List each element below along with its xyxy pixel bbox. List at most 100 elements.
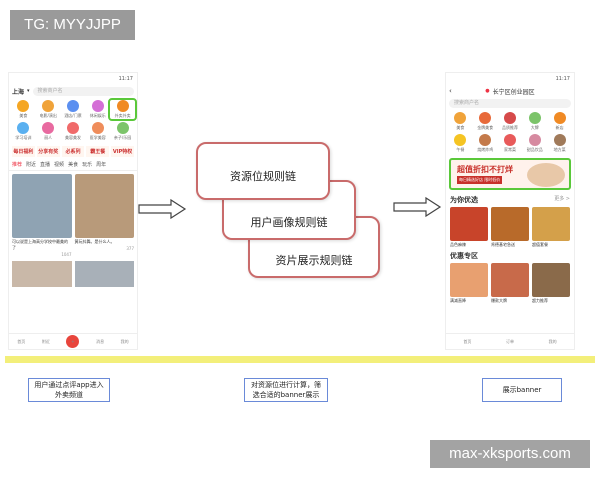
note-step-3: 展示banner: [482, 378, 562, 402]
tab-mine[interactable]: 我的: [120, 338, 129, 344]
category-icon: [116, 100, 129, 112]
category-item[interactable]: 甜品饮品: [522, 134, 547, 153]
category-item[interactable]: 美食: [11, 100, 36, 119]
tab-6[interactable]: 周年: [96, 162, 107, 168]
category-label: 休闲娱乐: [89, 113, 106, 118]
category-item[interactable]: 丽人: [36, 122, 61, 141]
category-item[interactable]: 酒店/门票: [61, 100, 86, 119]
search-input[interactable]: 搜索商户名: [449, 98, 571, 108]
tab-0[interactable]: 推荐: [12, 162, 23, 168]
shop-title: 满减直降: [450, 298, 466, 303]
category-item[interactable]: 新店: [547, 112, 572, 131]
tab-3[interactable]: 视频: [54, 162, 65, 168]
category-item[interactable]: 亲子/乐园: [110, 122, 135, 141]
promo-item[interactable]: 必系列: [61, 146, 85, 157]
tab-messages[interactable]: 消息: [96, 338, 105, 344]
tab-5[interactable]: 玩乐: [82, 162, 93, 168]
shop-card[interactable]: 超值套餐: [532, 207, 570, 248]
banner[interactable]: 超值折扣不打烊 每日精选好店 限时低价: [449, 158, 571, 190]
category-icon: [17, 100, 30, 112]
like-count: 1047: [61, 252, 72, 257]
left-phone-screen: 11:17 上海 ▾ 搜索商户名 美食电影/演出酒店/门票休闲娱乐外卖外卖学习培…: [8, 72, 138, 350]
category-item[interactable]: 午餐: [448, 134, 473, 153]
feed-caption: 黄玩抖舞。是什么人。: [74, 239, 115, 244]
chevron-down-icon: ▾: [27, 88, 30, 94]
note-step-1: 用户通过点评app进入外卖频道: [28, 378, 110, 402]
category-icon: [116, 122, 129, 134]
shop-title: 爆款大牌: [491, 298, 507, 303]
category-icon: [503, 134, 516, 146]
back-arrow-icon[interactable]: ‹: [449, 87, 452, 95]
category-label: 甜品饮品: [526, 147, 543, 152]
category-item[interactable]: 烧烤炸鸡: [473, 134, 498, 153]
tab-2[interactable]: 直播: [40, 162, 51, 168]
category-label: 新店: [555, 125, 564, 130]
feed-image[interactable]: [12, 261, 72, 287]
shop-card[interactable]: 超力推荐: [532, 263, 570, 304]
category-label: 大牌: [530, 125, 539, 130]
shop-title: 超力推荐: [532, 298, 548, 303]
shop-title: 超值套餐: [532, 242, 548, 247]
tab-nearby[interactable]: 附近: [41, 338, 50, 344]
category-label: 午餐: [456, 147, 465, 152]
location-label[interactable]: 长宁区创业园区: [492, 88, 535, 96]
city-selector[interactable]: 上海: [12, 88, 25, 96]
divider-bar: [5, 356, 595, 363]
rule-box-1: 资源位规则链: [196, 142, 330, 200]
feed-card[interactable]: 黄玩抖舞。是什么人。377: [74, 174, 134, 258]
category-icon: [66, 122, 79, 134]
category-icon: [17, 122, 30, 134]
category-item[interactable]: 美容美发: [61, 122, 86, 141]
feed-image[interactable]: [74, 261, 134, 287]
tab-1[interactable]: 附近: [26, 162, 37, 168]
promo-item[interactable]: VIP特权: [111, 146, 134, 157]
category-item[interactable]: 外卖外卖: [108, 98, 137, 121]
category-icon: [42, 100, 55, 112]
category-label: 家常菜: [503, 147, 516, 152]
category-item[interactable]: 家常菜: [498, 134, 523, 153]
promo-item[interactable]: 分享有奖: [36, 146, 60, 157]
tab-home[interactable]: 首页: [463, 338, 472, 344]
shop-card[interactable]: 爆款大牌: [491, 263, 529, 304]
more-link[interactable]: 更多 >: [554, 196, 570, 202]
promo-item[interactable]: 霸王餐: [86, 146, 110, 157]
category-label: 电影/演出: [39, 113, 57, 118]
category-item[interactable]: 品质推荐: [498, 112, 523, 131]
shop-image: [450, 207, 488, 241]
location-pin-icon: ●: [485, 88, 490, 94]
watermark-top: TG: MYYJJPP: [10, 10, 135, 40]
category-item[interactable]: 金牌美食: [473, 112, 498, 131]
shop-card[interactable]: 肯德基宅急送: [491, 207, 529, 248]
promo-item[interactable]: 每日福利: [12, 146, 35, 157]
arrow-right-icon: [138, 198, 187, 220]
section-title-picks: 为你优选: [450, 196, 478, 204]
category-icon: [91, 122, 104, 134]
plus-icon[interactable]: +: [66, 335, 80, 348]
category-icon: [454, 134, 467, 146]
category-label: 品质推荐: [501, 125, 518, 130]
category-item[interactable]: 医学美容: [85, 122, 110, 141]
category-label: 医学美容: [89, 135, 106, 140]
shop-card[interactable]: 品色麻辣: [450, 207, 488, 248]
banner-subtitle: 每日精选好店 限时低价: [457, 176, 503, 184]
category-item[interactable]: 地方菜: [547, 134, 572, 153]
category-item[interactable]: 美食: [448, 112, 473, 131]
category-item[interactable]: 大牌: [522, 112, 547, 131]
search-input[interactable]: 搜索商户名: [32, 86, 134, 96]
shop-card[interactable]: 满减直降: [450, 263, 488, 304]
category-label: 美食: [456, 125, 465, 130]
feed-image: [74, 174, 134, 238]
tab-orders[interactable]: 订单: [505, 338, 514, 344]
tab-mine[interactable]: 我的: [548, 338, 557, 344]
feed-image: [12, 174, 72, 238]
category-item[interactable]: 学习培训: [11, 122, 36, 141]
tab-home[interactable]: 首页: [17, 338, 26, 344]
category-grid: 美食电影/演出酒店/门票休闲娱乐外卖外卖学习培训丽人美容美发医学美容亲子/乐园: [9, 97, 137, 144]
category-icon: [454, 112, 467, 124]
category-item[interactable]: 电影/演出: [36, 100, 61, 119]
category-item[interactable]: 休闲娱乐: [85, 100, 110, 119]
tab-4[interactable]: 美食: [68, 162, 79, 168]
